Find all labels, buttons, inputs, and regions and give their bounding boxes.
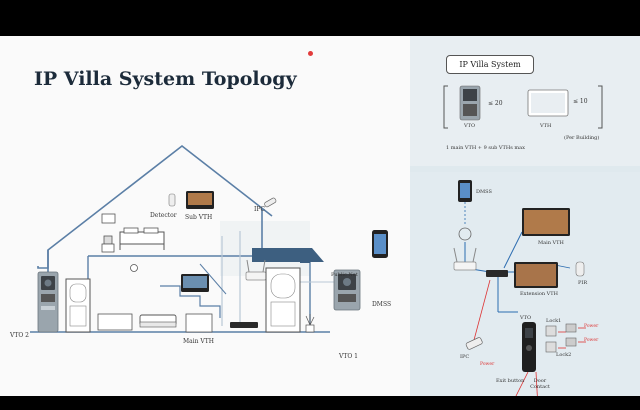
vto2-panel bbox=[37, 271, 59, 333]
label-door-contact: Door Contact bbox=[530, 378, 550, 390]
house-diagram bbox=[30, 144, 388, 333]
page-title: IP Villa System Topology bbox=[34, 68, 297, 90]
vto-device bbox=[459, 85, 481, 121]
label-vto1: VTO 1 bbox=[339, 353, 358, 360]
network-switch-right bbox=[486, 270, 508, 277]
stairs bbox=[160, 263, 227, 318]
vto1-panel bbox=[333, 269, 361, 311]
ipc-camera-right bbox=[465, 337, 483, 350]
main-vth-monitor bbox=[181, 274, 209, 292]
lock2-icon bbox=[545, 341, 557, 353]
label-dmss-right: DMSS bbox=[476, 189, 492, 195]
picture-frame bbox=[101, 213, 116, 224]
ip-villa-system-badge: IP Villa System bbox=[446, 55, 534, 74]
label-dmss: DMSS bbox=[372, 301, 392, 308]
label-extension-vth: Extension VTH bbox=[520, 291, 558, 297]
garage-roof bbox=[252, 248, 324, 262]
label-sub-vth: Sub VTH bbox=[185, 214, 213, 221]
plant-icon bbox=[305, 314, 315, 333]
cloud-icon bbox=[458, 227, 472, 241]
vth-device bbox=[527, 89, 569, 117]
vto-caption: VTO bbox=[464, 123, 476, 129]
lamp-icon bbox=[101, 235, 115, 253]
label-main-vth: Main VTH bbox=[183, 338, 214, 345]
label-ipc-right: IPC bbox=[460, 354, 470, 360]
label-power-b: Power bbox=[584, 324, 599, 329]
bed-icon bbox=[119, 227, 165, 250]
label-main-vth-right: Main VTH bbox=[538, 240, 564, 246]
label-power-a: Power bbox=[480, 362, 495, 367]
label-public-net: Public Net bbox=[331, 272, 358, 278]
vto-unit bbox=[522, 322, 536, 372]
label-ipc: IPC bbox=[254, 206, 265, 213]
front-door bbox=[185, 313, 213, 333]
power-unit-a bbox=[565, 323, 577, 333]
pointer-dot bbox=[308, 51, 313, 56]
right-panel: IP Villa System ≤ 20 ≤ 10 VTO bbox=[410, 36, 640, 396]
vth-caption: VTH bbox=[540, 123, 552, 129]
dmss-phone bbox=[372, 230, 388, 258]
left-door bbox=[65, 278, 91, 333]
network-switch bbox=[230, 322, 258, 328]
clock-icon bbox=[130, 264, 138, 272]
sub-vth-monitor bbox=[186, 191, 214, 209]
extension-vth-device bbox=[514, 262, 558, 288]
detector-device bbox=[168, 193, 176, 207]
left-panel: IP Villa System Topology bbox=[0, 36, 410, 396]
sofa-icon bbox=[139, 314, 177, 328]
wiring-diagram: DMSS Main VTH Extension VTH PIR VTO Lock… bbox=[410, 172, 640, 396]
label-pir: PIR bbox=[578, 280, 588, 286]
router-device-right bbox=[453, 247, 477, 271]
label-exit-button: Exit button bbox=[496, 378, 525, 384]
label-lock1: Lock1 bbox=[546, 318, 562, 324]
label-detector: Detector bbox=[150, 212, 177, 219]
per-building-note: (Per Building) bbox=[564, 135, 600, 141]
label-vto-right: VTO bbox=[520, 315, 532, 321]
label-power-c: Power bbox=[584, 338, 599, 343]
villa-system-summary: IP Villa System ≤ 20 ≤ 10 VTO bbox=[410, 36, 640, 166]
vto-limit: ≤ 20 bbox=[488, 100, 503, 107]
ipc-camera bbox=[264, 197, 277, 208]
label-lock2: Lock2 bbox=[556, 352, 572, 358]
lock1-icon bbox=[545, 325, 557, 337]
pir-sensor bbox=[575, 261, 585, 277]
vth-limit: ≤ 10 bbox=[573, 98, 588, 105]
power-unit-b bbox=[565, 337, 577, 347]
max-vth-note: 1 main VTH + 9 sub VTHs max bbox=[446, 145, 525, 151]
shelf bbox=[97, 313, 133, 331]
interior-door bbox=[265, 267, 301, 333]
main-vth-device bbox=[522, 208, 570, 236]
label-vto2: VTO 2 bbox=[10, 332, 29, 339]
slide: IP Villa System Topology bbox=[0, 36, 640, 396]
dmss-phone-device bbox=[458, 180, 472, 202]
